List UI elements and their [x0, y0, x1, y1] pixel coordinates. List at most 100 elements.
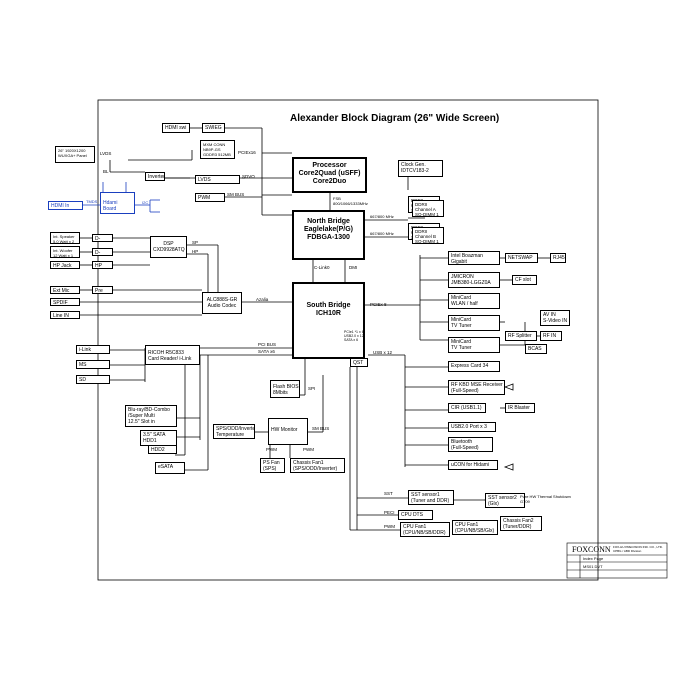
- sm-bus-top-label: SM BUS: [227, 192, 245, 197]
- bl-label: BL: [103, 169, 109, 174]
- cpu-dts-box: CPU DTS: [398, 510, 433, 520]
- line-in-jack-box: Line IN Jack: [50, 311, 80, 319]
- pwm-3-label: PWM: [384, 524, 395, 529]
- lvds-label: LVDS: [100, 151, 112, 156]
- pciex-label: PCIEx 8: [370, 302, 387, 307]
- hdmi-swi-box: HDMI swi: [162, 123, 190, 133]
- titleblock-page-name: Index Page: [583, 556, 604, 561]
- d-amp-2-box: D-AMP: [92, 248, 113, 256]
- titleblock-document: MS01 DVT: [583, 564, 603, 569]
- hp-label: HP: [192, 249, 199, 254]
- company-logo: FOXCONN: [572, 545, 611, 554]
- south-bridge-box: South Bridge ICH10R: [292, 282, 365, 359]
- netswap-box: NETSWAP: [505, 253, 538, 263]
- swieg-box: SWIEG: [202, 123, 225, 133]
- hw-monitor-box: HW Monitor: [268, 418, 308, 445]
- azalia-label: Azalia: [256, 297, 269, 302]
- inverter-box: Inverter: [145, 172, 165, 181]
- sdvo-label: SDVO: [242, 174, 255, 179]
- pwm-1-label: PWM: [266, 447, 277, 452]
- mem-b-speed-label: 667/800 MHz: [370, 231, 394, 236]
- ps-fan-box: PS Fan (SPS): [260, 458, 285, 473]
- north-bridge-box: North Bridge Eaglelake(P/G) FDBGA-1300: [292, 210, 365, 260]
- bcas-box: BCAS: [525, 344, 547, 354]
- hp-amp-box: HP AMP: [92, 261, 113, 269]
- bluray-drive-box: Blu-ray/BD-Combo /Super Multi 12.5" Slot…: [125, 405, 177, 427]
- sata-x6-label: SATA x6: [258, 349, 275, 354]
- sm-bus-bottom-label: SM BUS: [312, 426, 330, 431]
- sp-label: SP: [192, 240, 199, 245]
- ddr-b1-box: DDRII Channel B SO-DIMM 1: [412, 227, 444, 244]
- i-link-box: i-Link: [76, 345, 110, 354]
- cir-box: CIR (USB1.1): [448, 403, 486, 413]
- sd-box: SD: [76, 375, 110, 384]
- diagram-title: Alexander Block Diagram (26" Wide Screen…: [290, 113, 500, 124]
- pre-amp-box: Pre AMP: [92, 286, 113, 294]
- hdmi-in-jack-box: HDMI In Jack: [48, 201, 83, 210]
- esata-box: eSATA: [155, 462, 185, 474]
- mem-a-speed-label: 667/800 MHz: [370, 214, 394, 219]
- cpu-box: Processor Core2Quad (uSFF) Core2Duo: [292, 157, 367, 193]
- ricoh-card-reader-box: RICOH R5C833 Card Reader/ i-Link: [145, 345, 200, 365]
- express-card-box: Express Card 34: [448, 361, 500, 372]
- sst-sensor2-box: SST sensor2 (Glx): [485, 493, 525, 508]
- mxm-box: MXM CONN NB9P-GS GDDR3 512MB: [200, 140, 235, 159]
- qst-box: QST: [350, 358, 368, 367]
- pci-bus-label: PCI BUS: [258, 342, 277, 347]
- minicard-tv-tuner-1-box: MiniCard TV Tuner: [448, 315, 500, 331]
- flash-bios-box: Flash BIOS 8Mbits: [270, 380, 300, 398]
- pwm-control-box: PWM Control: [195, 193, 225, 202]
- ms-std-duo-box: MS STD/DUO: [76, 360, 110, 369]
- d-amp-1-box: D-AMP: [92, 234, 113, 242]
- pure-hw-thermal-label: Pure HW Thermal Shutdown G709: [520, 494, 571, 504]
- spdif-out-box: SPDIF Out: [50, 298, 80, 306]
- clink-label: C-Link0: [314, 265, 330, 270]
- dmi-label: DMI: [349, 265, 358, 270]
- sata-hdd1-box: 3.5" SATA HDD1: [140, 430, 177, 446]
- cpu-fan1b-box: CPU Fan1 (CPU/NB/SB/Glx): [452, 520, 498, 535]
- minicard-tv-tuner-2-box: MiniCard TV Tuner: [448, 337, 500, 353]
- rj45-box: RJ45: [550, 253, 566, 263]
- i2c-label: I2C: [142, 200, 149, 205]
- hp-jack-box: HP Jack: [50, 261, 80, 269]
- usb-x12-label: USB x 12: [373, 350, 393, 355]
- company-subtitle: FOX-HU PRECISION IND. CO., LTD. CPBG / A…: [613, 545, 663, 553]
- cf-slot-box: CF slot: [512, 275, 537, 285]
- tmds-label: TMDS: [86, 199, 98, 204]
- rf-kbd-receiver-box: RF KBD MSE Receiver (Full-Speed): [448, 380, 505, 395]
- ext-mic-jack-box: Ext Mic Jack: [50, 286, 80, 294]
- usb20-ports-box: USB2.0 Port x 3: [448, 422, 496, 432]
- dsp-box: DSP CXD9928ATQ: [150, 236, 187, 258]
- peci-label: PECI: [384, 510, 395, 515]
- rf-splitter-box: RF Splitter: [505, 331, 537, 341]
- bluetooth-box: Bluetooth (Full-Speed): [448, 437, 493, 452]
- hdmi-board-box: Hdami Board: [100, 192, 135, 214]
- int-speaker-box: Int. Speaker 5.0 Watt x 2: [50, 232, 80, 244]
- chassis-fan2-box: Chassis Fan2 (Tuner/DDR): [500, 516, 542, 531]
- sps-odd-temperature-box: SPS/ODD/Inverter Temperature: [213, 424, 255, 439]
- pcie-sata-usb-label: PCIe1 *1 x 6 USB2.0 x 12 SATA x 6: [344, 330, 364, 342]
- sst-sensor1-box: SST sensor1 (Tuner and DDR): [408, 490, 454, 505]
- rf-in-box: RF IN: [540, 331, 562, 341]
- pwm-2-label: PWM: [303, 447, 314, 452]
- ir-blaster-box: IR Blaster: [505, 403, 535, 413]
- ddr-a1-box: DDRII Channel A SO-DIMM 1: [412, 200, 444, 217]
- clock-gen-box: Clock Gen. IDTCV183-2: [398, 160, 443, 177]
- int-woofer-box: Int. Woofer 12 Watt x 1: [50, 246, 80, 258]
- intel-gigabit-box: Intel Boazman Gigabit: [448, 251, 500, 265]
- jmicron-box: JMICRON JMB380-LGGZ0A: [448, 272, 500, 288]
- cpu-fan1-box: CPU Fan1 (CPU/NB/SB/DDR): [400, 522, 450, 537]
- audio-codec-box: ALC888S-GR Audio Codec: [202, 292, 242, 314]
- spi-label: SPI: [308, 386, 316, 391]
- sst-label: SST: [384, 491, 393, 496]
- lvds-transmitter-box: LVDS Transmitter: [195, 175, 240, 184]
- fsb-label: FSB 800/1066/1333MHz: [333, 196, 368, 206]
- minicard-wlan-box: MiniCard WLAN / half: [448, 293, 500, 309]
- chassis-fan1-box: Chassis Fan1 (SPS/ODD/Inverter): [290, 458, 345, 473]
- pciex16-label: PCIEx16: [238, 150, 256, 155]
- ucon-hidami-box: uCON for Hidami: [448, 460, 498, 470]
- panel-box: 26" 1920X1200 WUXGA+ Panel: [55, 146, 95, 163]
- av-in-box: AV IN S-Video IN: [540, 310, 570, 326]
- hdd2-box: HDD2: [148, 445, 177, 454]
